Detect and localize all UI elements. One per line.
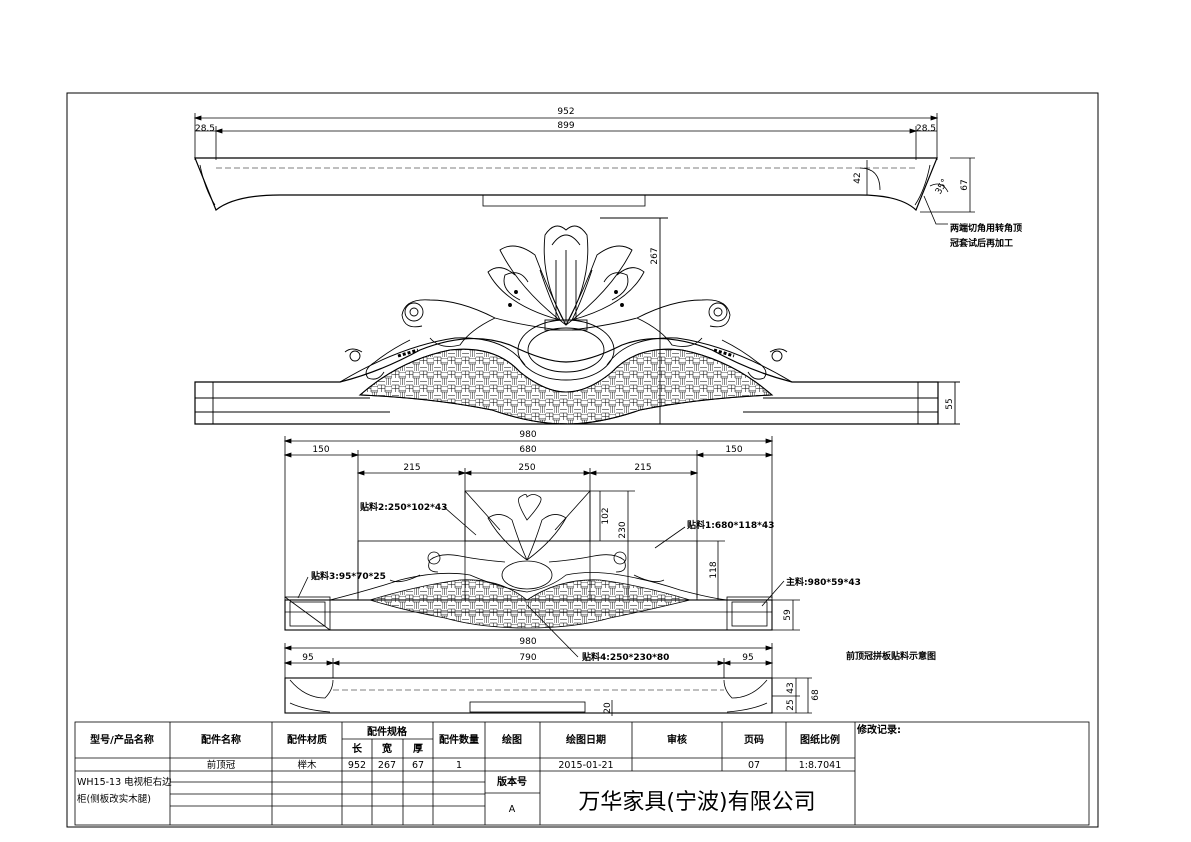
dim-150-right: 150 <box>725 445 742 455</box>
dim-267: 267 <box>650 247 660 264</box>
front-view <box>194 217 960 425</box>
th-page: 页码 <box>744 734 764 746</box>
dim-980-bottom: 980 <box>519 637 536 647</box>
dim-680: 680 <box>519 445 536 455</box>
dim-55: 55 <box>945 398 955 409</box>
dim-42: 42 <box>853 172 863 183</box>
val-thk: 67 <box>412 760 424 771</box>
val-part: 前顶冠 <box>207 759 236 771</box>
val-page: 07 <box>748 760 760 771</box>
dim-28-5-right: 28.5 <box>916 124 936 134</box>
dim-980-top: 980 <box>519 430 536 440</box>
dim-20: 20 <box>603 702 613 714</box>
dim-118: 118 <box>709 561 719 578</box>
label-patch-2: 贴料2:250*102*43 <box>360 501 447 513</box>
dim-25: 25 <box>786 699 796 710</box>
label-patch-1: 贴料1:680*118*43 <box>687 519 774 531</box>
th-material: 配件材质 <box>287 733 327 746</box>
title-block <box>74 721 1090 826</box>
dim-250: 250 <box>518 463 535 473</box>
th-drawn: 绘图 <box>502 733 522 746</box>
dim-67: 67 <box>960 179 970 190</box>
dim-68: 68 <box>811 689 821 701</box>
val-date: 2015-01-21 <box>558 760 613 771</box>
dim-28-5-left: 28.5 <box>195 124 215 134</box>
th-wid: 宽 <box>381 742 392 755</box>
th-version: 版本号 <box>497 775 527 788</box>
dim-102: 102 <box>601 507 611 524</box>
th-review: 审核 <box>667 733 687 746</box>
dim-59: 59 <box>783 609 793 621</box>
bottom-view <box>283 643 812 716</box>
th-model: 型号/产品名称 <box>90 733 154 746</box>
th-revision: 修改记录: <box>856 723 901 736</box>
dim-899: 899 <box>557 121 574 131</box>
dim-150-left: 150 <box>312 445 329 455</box>
dim-215-left: 215 <box>403 463 420 473</box>
note-line-1: 两端切角用转角顶 <box>950 222 1022 234</box>
label-patch-4: 贴料4:250*230*80 <box>582 651 669 663</box>
dim-43: 43 <box>786 682 796 693</box>
label-main: 主料:980*59*43 <box>786 576 861 588</box>
dim-95-right: 95 <box>742 653 753 663</box>
th-len: 长 <box>352 742 363 755</box>
caption-assembly: 前顶冠拼板贴料示意图 <box>846 650 936 662</box>
val-model-line-1: WH15-13 电视柜右边 <box>77 776 172 788</box>
note-line-2: 冠套试后再加工 <box>950 237 1013 249</box>
assembly-view <box>283 436 800 658</box>
company-name: 万华家具(宁波)有限公司 <box>578 790 815 815</box>
top-view <box>193 113 975 225</box>
th-scale: 图纸比例 <box>800 733 840 746</box>
th-qty: 配件数量 <box>439 733 479 746</box>
th-part: 配件名称 <box>201 733 241 746</box>
dim-angle: 35° <box>934 178 951 197</box>
val-wid: 267 <box>378 760 396 771</box>
val-model-line-2: 柜(侧板改实木腿) <box>77 793 151 805</box>
th-date: 绘图日期 <box>566 733 606 746</box>
dim-952: 952 <box>557 107 574 117</box>
val-scale: 1:8.7041 <box>799 760 842 771</box>
th-thk: 厚 <box>413 743 423 755</box>
sheet-border <box>66 92 1099 828</box>
val-version: A <box>509 804 516 815</box>
dim-790: 790 <box>519 653 536 663</box>
val-len: 952 <box>348 760 366 771</box>
dim-230: 230 <box>618 521 628 538</box>
val-qty: 1 <box>456 760 462 771</box>
label-patch-3: 贴料3:95*70*25 <box>311 570 386 582</box>
th-spec: 配件规格 <box>367 725 408 738</box>
dim-95-left: 95 <box>302 653 313 663</box>
val-material: 榉木 <box>297 759 317 771</box>
dim-215-right: 215 <box>634 463 651 473</box>
